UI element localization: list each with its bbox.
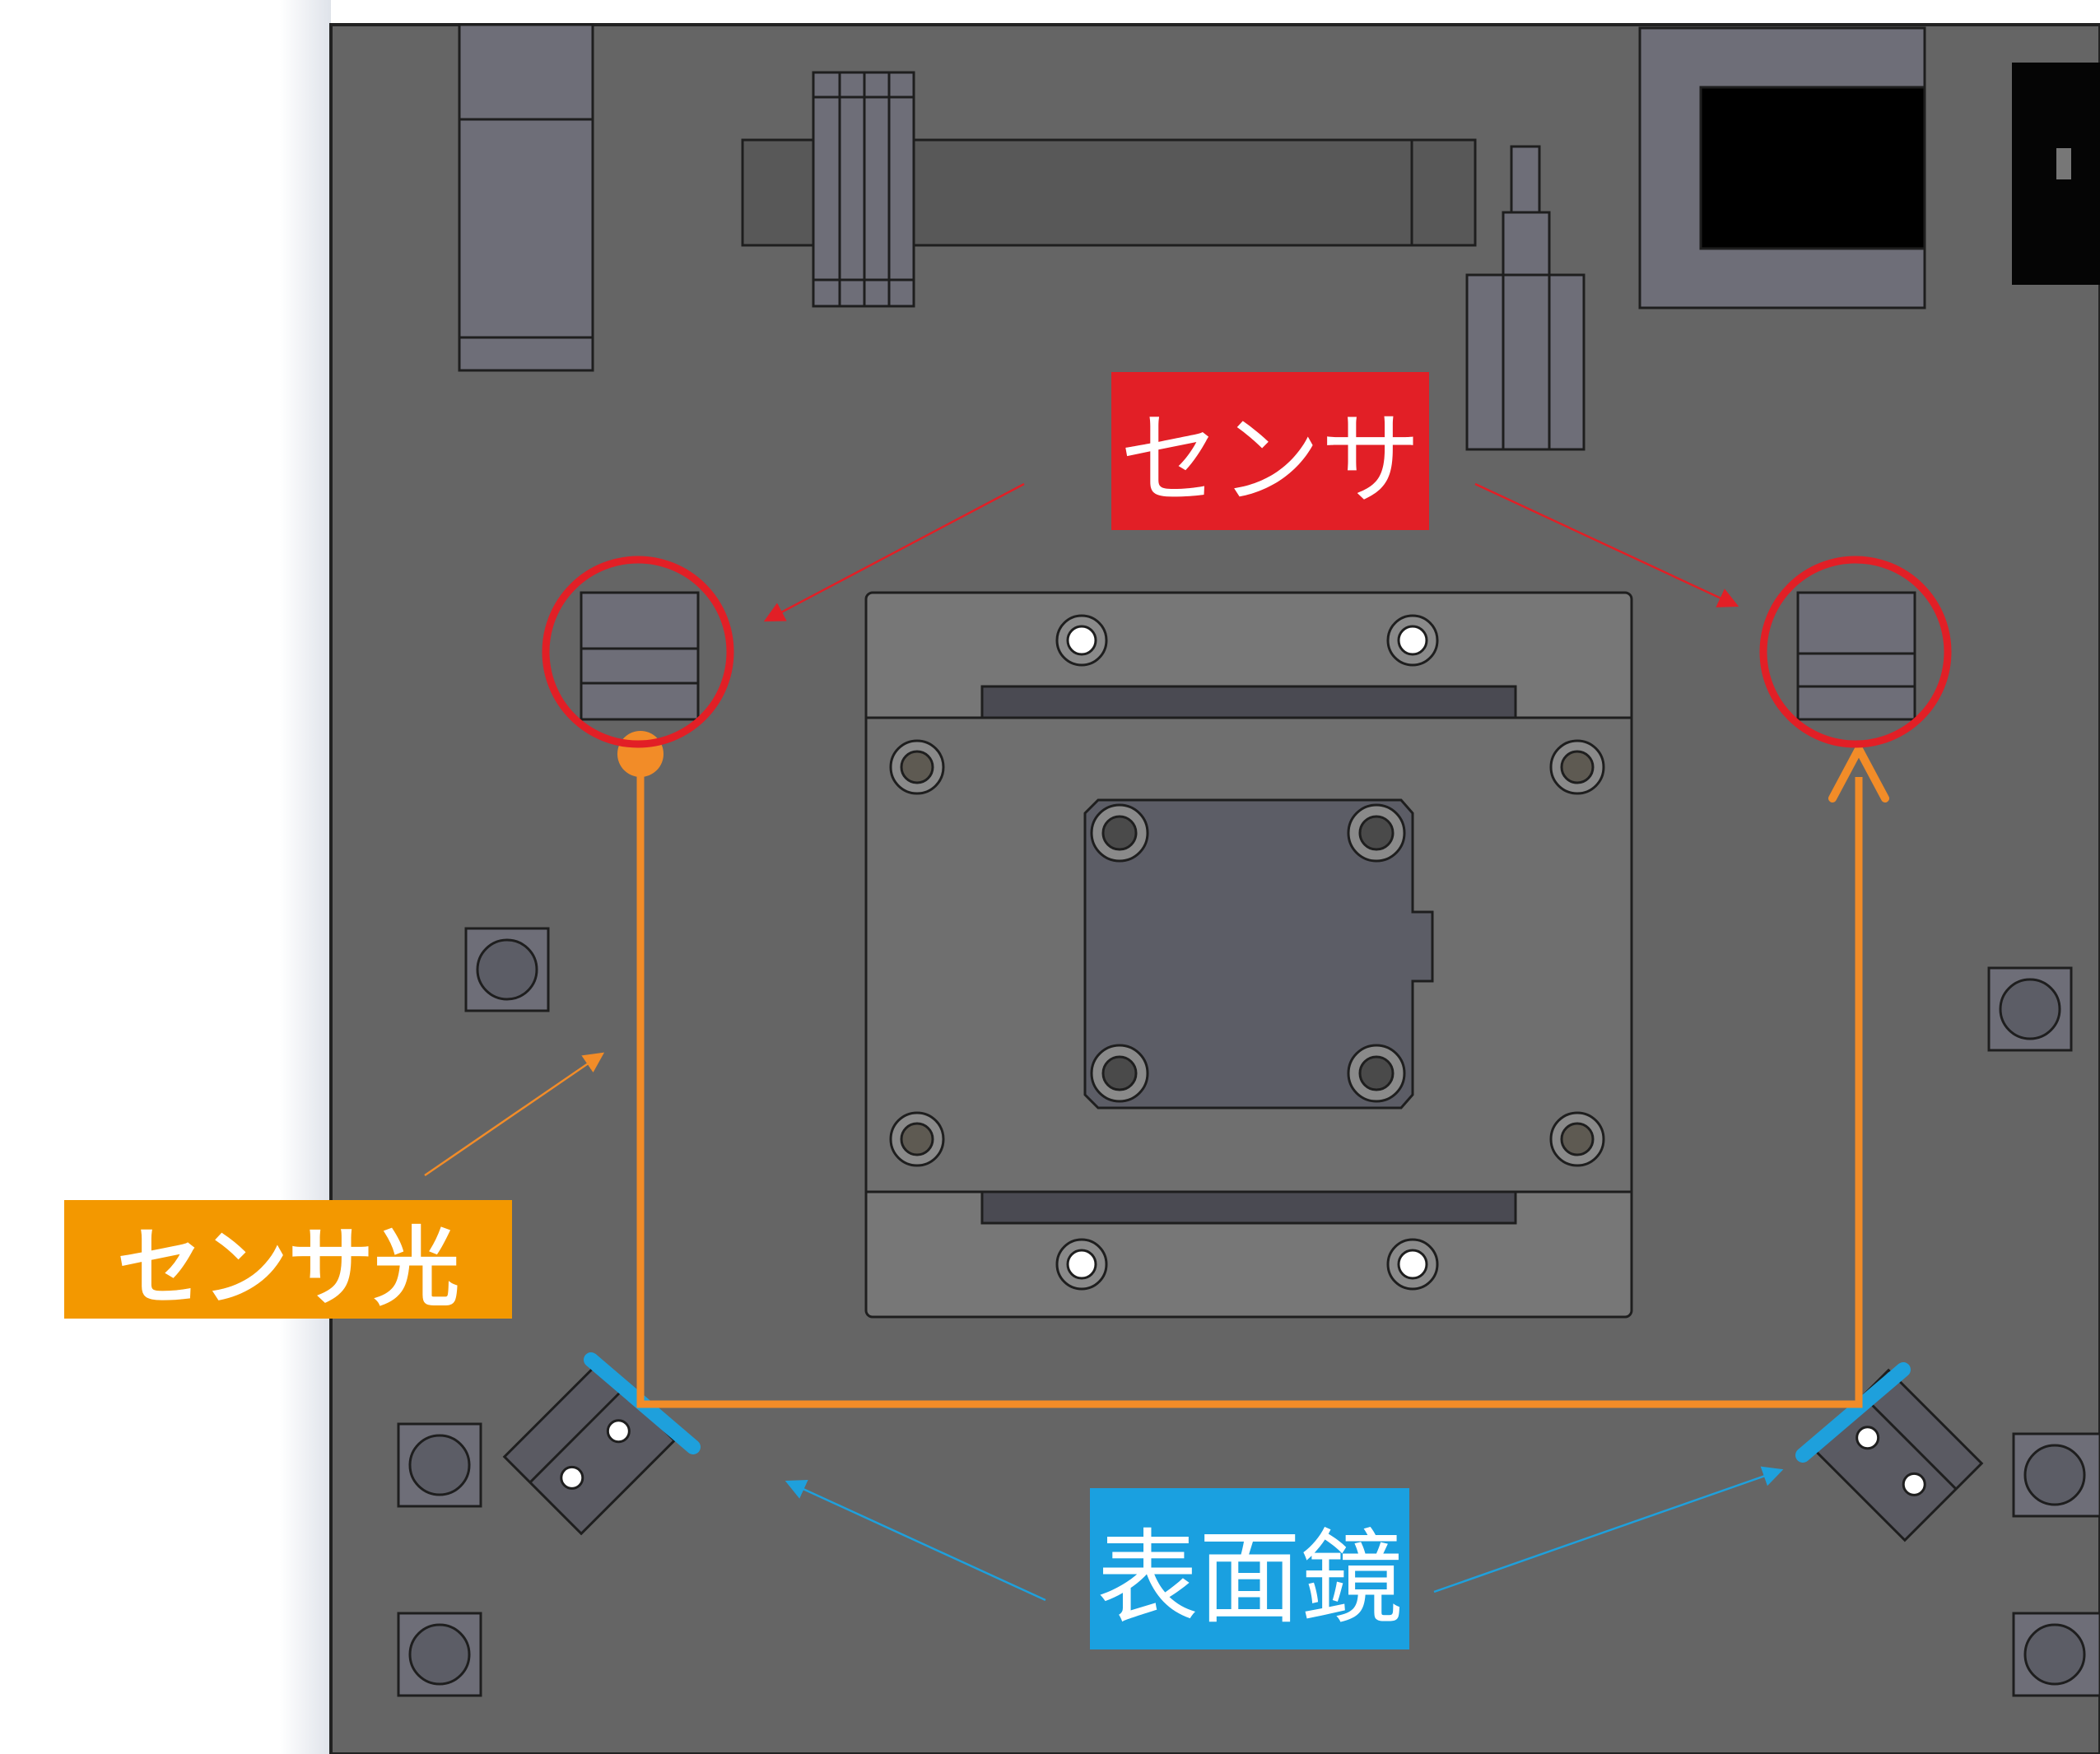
mirror-callout-arrow-left (785, 1480, 1046, 1602)
mount-pads (397, 927, 2100, 1697)
mirror-callout-arrow-right (1433, 1466, 1784, 1593)
sensor-light-label-bg (64, 1200, 512, 1319)
sensor-light-callout-arrow (424, 1052, 605, 1177)
sensor-light-label: センサ光 (116, 1217, 459, 1318)
sensor-light-path (636, 754, 1863, 1408)
top-right-frame (1638, 26, 1926, 309)
top-right-dark-part (2012, 63, 2100, 285)
mirror-right-surface (1795, 1362, 1911, 1463)
sensor-right (1796, 591, 1916, 721)
sensor-right-highlight-icon (1759, 556, 1952, 748)
central-stage (864, 591, 1633, 1319)
sensor-left-highlight-icon (542, 556, 734, 748)
sensor-callout-arrow-right (1474, 482, 1739, 607)
sensor-light-arrowhead (1828, 740, 1889, 803)
sensor-callout-arrow-left (763, 482, 1025, 622)
stage-bolts (889, 614, 1605, 1291)
sensor-left (580, 591, 700, 721)
surface-mirror-label: 表面鏡 (1096, 1519, 1403, 1638)
sensor-light-source-dot (617, 731, 664, 777)
standoff (1465, 145, 1585, 451)
shaft-assembly (741, 71, 1477, 308)
sensor-label-bg (1111, 372, 1429, 530)
mirror-label-bg (1090, 1488, 1409, 1649)
sensor-label: センサ (1120, 401, 1421, 519)
vertical-block (458, 23, 594, 372)
